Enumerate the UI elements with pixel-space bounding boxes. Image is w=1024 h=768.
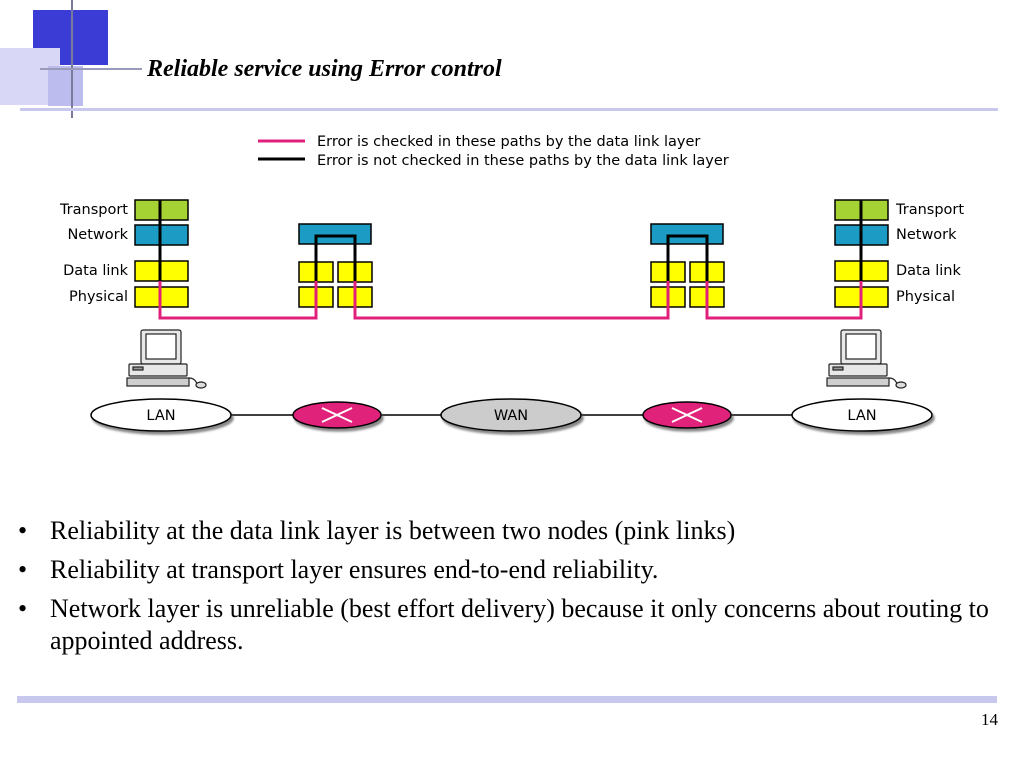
lan-left — [90, 398, 232, 432]
left-label-datalink: Data link — [63, 263, 128, 279]
bullet-dot: • — [18, 555, 28, 584]
right-computer-icon — [826, 329, 907, 389]
unchecked-paths — [158, 209, 863, 272]
legend-checked-label: Error is checked in these paths by the d… — [317, 134, 700, 150]
page-number: 14 — [981, 710, 998, 729]
checked-path-2 — [353, 272, 670, 320]
router1-network-box — [298, 223, 372, 245]
footer-divider — [17, 696, 997, 703]
bullet-dot: • — [18, 594, 28, 623]
bullet-text: Reliability at transport layer ensures e… — [50, 555, 659, 584]
left-label-network: Network — [67, 227, 128, 243]
bullet-text: Network layer is unreliable (best effort… — [50, 594, 989, 655]
left-label-transport: Transport — [59, 202, 128, 218]
wan-label: WAN — [494, 408, 528, 424]
bullet-text: Reliability at the data link layer is be… — [50, 516, 736, 545]
legend: Error is checked in these paths by the d… — [258, 134, 729, 169]
lan-right-label: LAN — [847, 408, 876, 424]
router-2-x-icon — [671, 407, 703, 423]
corner-hline — [40, 68, 142, 70]
right-label-network: Network — [896, 227, 957, 243]
lan-right — [791, 398, 933, 432]
left-computer-icon — [126, 329, 207, 389]
wan — [440, 398, 582, 432]
lan-left-label: LAN — [146, 408, 175, 424]
bullet-list: • Reliability at the data link layer is b… — [18, 515, 998, 664]
checked-paths — [158, 272, 863, 320]
bullet-item: • Reliability at the data link layer is b… — [18, 515, 998, 547]
router-1-x-icon — [321, 407, 353, 423]
page-title: Reliable service using Error control — [147, 56, 502, 82]
legend-unchecked-label: Error is not checked in these paths by t… — [317, 153, 729, 169]
router2-network-box — [650, 223, 724, 245]
left-label-physical: Physical — [69, 289, 128, 305]
network-diagram: Error is checked in these paths by the d… — [59, 134, 964, 432]
corner-vline — [71, 0, 73, 118]
right-label-transport: Transport — [895, 202, 964, 218]
corner-square-mid — [48, 66, 83, 106]
bullet-dot: • — [18, 516, 28, 545]
title-divider — [20, 108, 998, 111]
right-label-physical: Physical — [896, 289, 955, 305]
bullet-item: • Network layer is unreliable (best effor… — [18, 593, 998, 657]
right-label-datalink: Data link — [896, 263, 961, 279]
bullet-item: • Reliability at transport layer ensures … — [18, 554, 998, 586]
